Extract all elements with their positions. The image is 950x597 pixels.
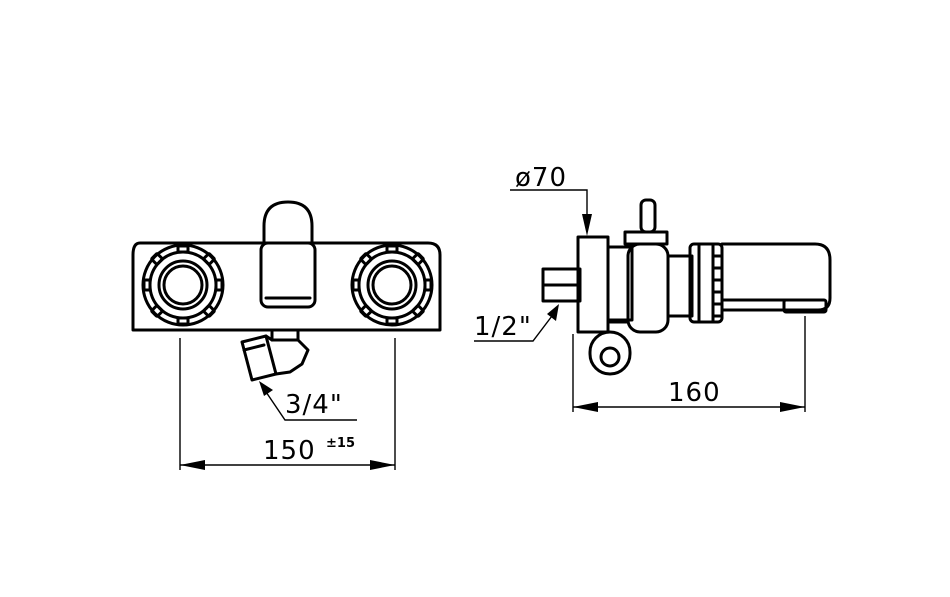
front-body (131, 241, 442, 332)
front-view (131, 200, 442, 470)
wall-flange (576, 235, 610, 334)
front-outlet (240, 328, 310, 382)
projection-dimension-label: 160 (668, 378, 721, 408)
width-dimension-label: 150 (263, 436, 316, 466)
left-handle (141, 243, 225, 327)
outlet-thread-label: 3/4" (285, 390, 343, 420)
side-handle (688, 242, 724, 324)
inlet-thread-label: 1/2" (474, 312, 532, 342)
inlet-thread-leader (474, 304, 559, 342)
side-outlet-ring (588, 330, 632, 376)
projection-dimension (572, 316, 806, 412)
flange-diameter-label: ø70 (515, 163, 567, 193)
width-dimension (179, 338, 396, 470)
width-tolerance-label: ±15 (326, 436, 355, 451)
flange-diameter-leader (510, 189, 592, 236)
center-knob (259, 200, 317, 309)
side-view (474, 189, 832, 412)
side-body (606, 242, 694, 334)
top-post (623, 198, 669, 246)
outlet-thread-leader (259, 381, 357, 421)
right-handle (350, 243, 434, 327)
side-spout (720, 242, 832, 314)
